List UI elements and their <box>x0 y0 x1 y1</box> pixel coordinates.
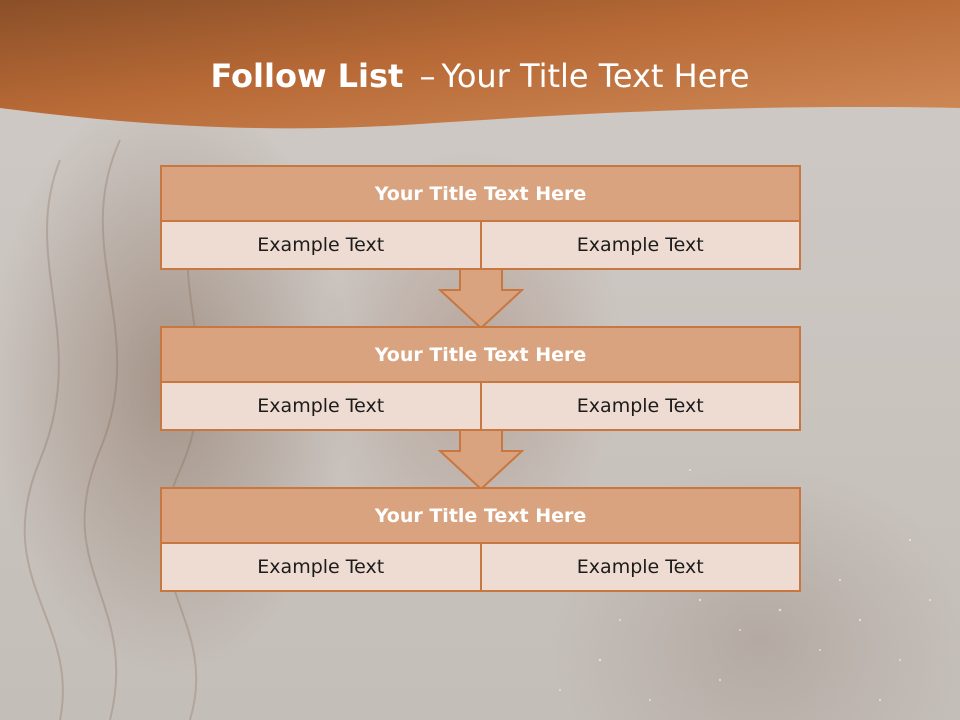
header-band <box>0 0 960 129</box>
block-title: Your Title Text Here <box>160 165 801 222</box>
block-title: Your Title Text Here <box>160 487 801 544</box>
block-cell-right: Example Text <box>479 542 801 592</box>
block-cell-right: Example Text <box>479 381 801 431</box>
list-block-3: Your Title Text Here Example Text Exampl… <box>160 487 801 592</box>
slide-title-bold: Follow List <box>210 57 404 95</box>
list-block-1: Your Title Text Here Example Text Exampl… <box>160 165 801 270</box>
down-arrow-2 <box>438 429 524 491</box>
block-title: Your Title Text Here <box>160 326 801 383</box>
slide-title-rest: Your Title Text Here <box>441 57 750 95</box>
block-row: Example Text Example Text <box>160 542 801 592</box>
block-row: Example Text Example Text <box>160 381 801 431</box>
block-cell-left: Example Text <box>160 542 482 592</box>
down-arrow-1 <box>438 268 524 330</box>
block-cell-right: Example Text <box>479 220 801 270</box>
block-row: Example Text Example Text <box>160 220 801 270</box>
slide-title: Follow List –Your Title Text Here <box>0 52 960 100</box>
slide-title-dash: – <box>419 57 436 95</box>
block-cell-left: Example Text <box>160 220 482 270</box>
block-cell-left: Example Text <box>160 381 482 431</box>
list-block-2: Your Title Text Here Example Text Exampl… <box>160 326 801 431</box>
